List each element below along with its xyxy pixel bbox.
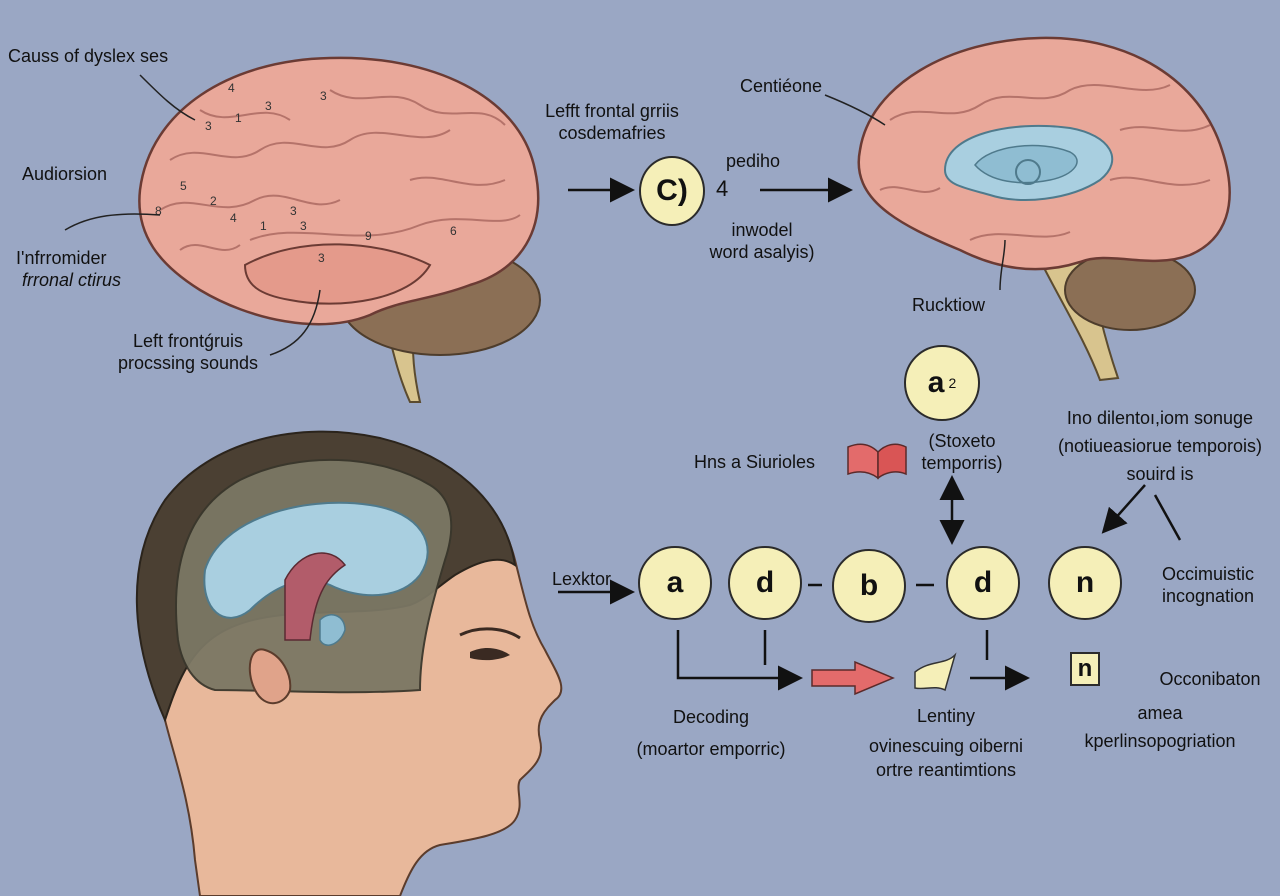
sequence-node-letter: a	[666, 566, 684, 599]
label-line: I'nfrromider	[16, 248, 107, 268]
label-line: (notiueasiorue temporois)	[1057, 436, 1263, 456]
label-line: ortre reantimtions	[875, 760, 1017, 780]
n-square-box: n	[1070, 652, 1100, 686]
sequence-node-letter: d	[973, 566, 993, 599]
brain-number: 8	[155, 204, 162, 218]
label-left-frontal-top: Lefft frontal grriis cosdemafries	[545, 100, 679, 144]
paper-scrap-icon	[914, 652, 957, 692]
label-line: cosdemafries	[558, 123, 666, 143]
label-line: Decoding	[672, 707, 750, 727]
sequence-node-letter: d	[755, 566, 775, 599]
label-ino-dilentoiom: Ino dilentoı,iom sonuge (notiueasiorue t…	[1058, 404, 1262, 488]
right-callout-lines	[824, 94, 1006, 291]
label-centieone: Centiéone	[740, 76, 823, 96]
label-line: inwodel	[731, 220, 793, 240]
label-line: procssing sounds	[117, 353, 259, 373]
brain-number: 1	[235, 111, 242, 125]
label-inferior-frontal: I'nfrromider frronal ctirus	[16, 247, 121, 291]
cerebellum-cutaway	[319, 614, 346, 646]
label-line: frronal ctirus	[22, 270, 122, 290]
eye	[470, 648, 510, 661]
label-line: amea	[1137, 703, 1183, 723]
label-decoding: Decoding (moartor emporric)	[636, 701, 785, 765]
a-squared-superscript: 2	[948, 375, 957, 391]
c-node: C)	[639, 156, 705, 226]
book-icon	[847, 443, 907, 480]
c-node-mark: 4	[716, 176, 729, 201]
sequence-node-letter: n	[1075, 566, 1095, 599]
left-brain-cortex	[138, 56, 540, 326]
brain-number: 1	[260, 219, 267, 233]
brainstem-cutaway	[284, 552, 347, 641]
label-lexktor: Lexktor	[552, 569, 612, 589]
sequence-node-b: b	[832, 549, 906, 623]
brain-number: 3	[205, 119, 212, 133]
left-callout-lines	[64, 74, 321, 356]
hippocampus-spiral	[1015, 159, 1041, 185]
cerebellum	[1064, 249, 1196, 331]
label-line: temporris)	[921, 453, 1003, 473]
brain-number: 2	[210, 194, 217, 208]
label-line: word asalyis)	[709, 242, 815, 262]
brain-number: 9	[365, 229, 372, 243]
label-line: Occimuistic	[1161, 564, 1255, 584]
label-line: kperlinsopogriation	[1084, 731, 1236, 751]
label-line: incognation	[1161, 586, 1255, 606]
label-causes: Causs of dyslex ses	[8, 46, 169, 66]
c-node-label: C)	[656, 174, 688, 207]
label-line: ovinescuing oiberni	[868, 736, 1024, 756]
label-line: Left frontǵruis	[132, 331, 244, 351]
sequence-connectors	[558, 484, 1182, 691]
brain-number: 3	[290, 204, 297, 218]
red-arrow-icon	[811, 660, 895, 696]
sequence-node-d: d	[728, 546, 802, 620]
callout-occim	[1153, 494, 1182, 541]
sequence-node-a: a	[638, 546, 712, 620]
label-line: (Stoxeto	[928, 431, 996, 451]
label-line: Ino dilentoı,iom sonuge	[1066, 408, 1254, 428]
right-brain-illustration	[857, 36, 1231, 382]
n-square-letter: n	[1077, 655, 1093, 682]
label-line: Lentiny	[916, 706, 976, 726]
brain-number: 3	[300, 219, 307, 233]
label-line: Lefft frontal grriis	[545, 101, 679, 121]
brain-number: 4	[230, 211, 237, 225]
sequence-node-n: n	[1048, 546, 1122, 620]
label-rucktiow: Rucktiow	[912, 295, 986, 315]
head-profile-illustration	[135, 430, 563, 896]
label-inwodel: inwodel word asalyis)	[709, 219, 814, 263]
sequence-node-d2: d	[946, 546, 1020, 620]
label-lentiny: Lentiny ovinescuing oiberni ortre reanti…	[869, 701, 1023, 785]
ear	[248, 648, 292, 705]
label-stoxeto: (Stoxeto temporris)	[921, 430, 1002, 474]
brain-number: 4	[228, 81, 235, 95]
temporal-lobe	[243, 243, 432, 305]
label-line: souird is	[1126, 464, 1194, 484]
eyebrow	[459, 627, 521, 640]
label-line: Occonibaton	[1159, 669, 1261, 689]
brain-numbers: 3 1 3 4 5 8 3 2 4 3 1 3 9 6 3	[155, 81, 457, 265]
brain-number: 6	[450, 224, 457, 238]
label-left-front-processing: Left frontǵruis procssing sounds	[118, 330, 258, 374]
label-hns: Hns a Siurioles	[694, 452, 816, 472]
limbic-inner	[974, 144, 1078, 184]
brain-number: 3	[265, 99, 272, 113]
arrow-sound	[1101, 484, 1146, 534]
brain-number: 5	[180, 179, 187, 193]
sequence-node-letter: b	[859, 569, 879, 602]
label-occonibaton: Occonibaton amea kperlinsopogriation	[1059, 662, 1260, 758]
label-occimuistic: Occimuistic incognation	[1162, 563, 1254, 607]
label-pediho: pediho	[726, 151, 781, 171]
arrow-decoding	[676, 630, 803, 691]
brain-number: 3	[318, 251, 325, 265]
brain-number: 3	[320, 89, 327, 103]
label-audiorsion: Audiorsion	[22, 164, 108, 184]
left-brain-illustration: 3 1 3 4 5 8 3 2 4 3 1 3 9 6 3	[138, 56, 541, 403]
a-squared-letter: a	[927, 366, 945, 399]
right-brain-gyri	[879, 84, 1211, 241]
label-line: (moartor emporric)	[636, 739, 786, 759]
